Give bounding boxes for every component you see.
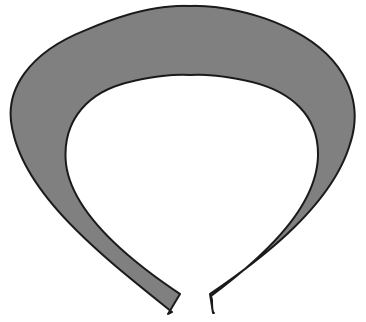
split-ring-body	[11, 6, 355, 314]
